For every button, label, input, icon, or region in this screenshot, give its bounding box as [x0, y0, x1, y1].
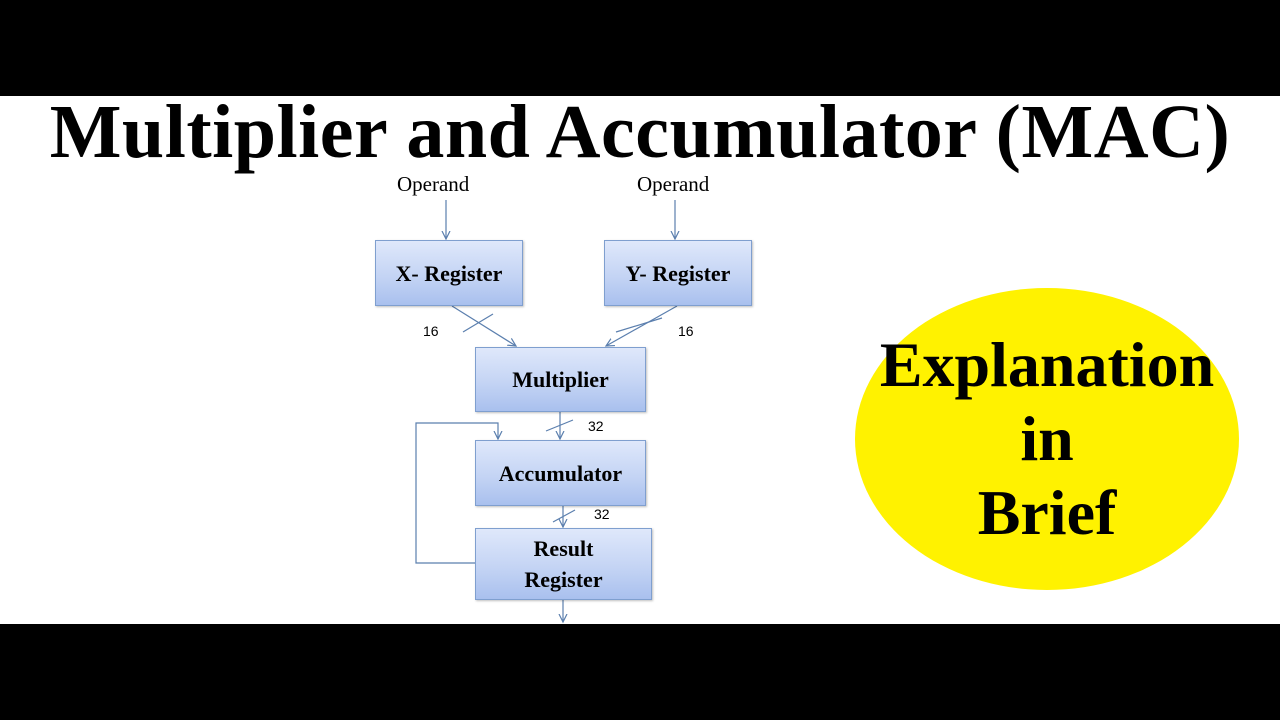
accumulator-label: Accumulator [498, 460, 623, 486]
slide-canvas: Multiplier and Accumulator (MAC) [0, 90, 1280, 624]
bus-width-x: 16 [423, 323, 439, 339]
x-register-block: X- Register [375, 240, 523, 306]
result-register-block: Result Register [475, 528, 652, 600]
badge-line-2: in [1020, 403, 1074, 474]
badge-line-3: Brief [977, 477, 1117, 548]
connection-wires [415, 200, 1280, 624]
explanation-badge [855, 288, 1239, 590]
bus-width-y: 16 [678, 323, 694, 339]
operand-y-label: Operand [637, 172, 710, 196]
result-register-label-line1: Result [533, 536, 594, 561]
y-register-block: Y- Register [604, 240, 752, 306]
result-register-label-line2: Register [524, 567, 603, 592]
x-register-label: X- Register [395, 260, 503, 286]
page-title: Multiplier and Accumulator (MAC) [49, 90, 1231, 174]
operand-x-label: Operand [397, 172, 470, 196]
multiplier-block: Multiplier [475, 347, 646, 412]
bus-width-accumulator: 32 [594, 506, 610, 522]
accumulator-block: Accumulator [475, 440, 646, 506]
y-register-label: Y- Register [625, 260, 731, 286]
badge-line-1: Explanation [879, 329, 1215, 400]
bus-width-multiplier: 32 [588, 418, 604, 434]
multiplier-label: Multiplier [512, 367, 609, 392]
explanation-badge-text: Explanation in Brief [855, 328, 1239, 550]
